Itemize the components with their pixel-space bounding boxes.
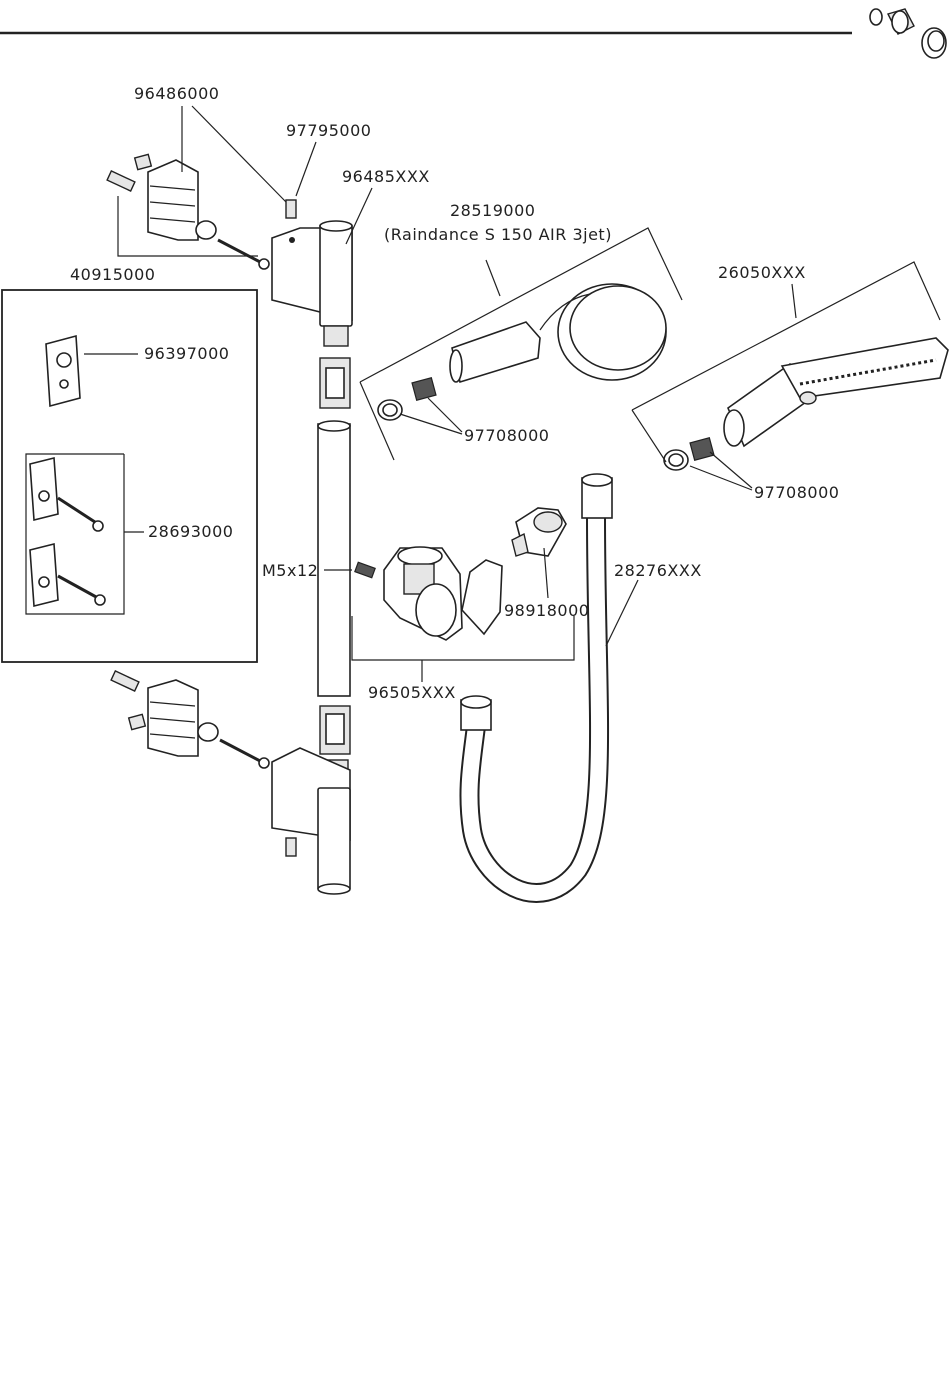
label-97708000-a: 97708000 <box>464 426 549 445</box>
spare-parts-icon <box>870 9 946 58</box>
label-96397000: 96397000 <box>144 344 229 363</box>
hand-shower-filter-b <box>664 438 714 470</box>
grub-screw-top <box>286 200 296 218</box>
label-m5x12: M5x12 <box>262 561 318 580</box>
label-97708000-b: 97708000 <box>754 483 839 502</box>
label-28519000-desc: (Raindance S 150 AIR 3jet) <box>384 225 612 244</box>
upper-rail-connector <box>320 358 350 408</box>
rail-slider <box>384 547 502 640</box>
label-96486000: 96486000 <box>134 84 219 103</box>
m5x12-screw <box>355 562 375 578</box>
label-28519000: 28519000 <box>450 201 535 220</box>
hand-shower-holder <box>512 508 566 556</box>
shower-rail <box>318 421 350 696</box>
top-rail-holder <box>272 221 352 346</box>
upper-wall-bracket <box>107 154 269 269</box>
hand-shower-26050 <box>724 338 948 446</box>
label-98918000: 98918000 <box>504 601 589 620</box>
label-28693000: 28693000 <box>148 522 233 541</box>
lower-wall-bracket <box>111 671 269 768</box>
hand-shower-raindance-s150 <box>450 284 666 382</box>
label-97795000: 97795000 <box>286 121 371 140</box>
label-96485xxx: 96485XXX <box>342 167 430 186</box>
label-26050xxx: 26050XXX <box>718 263 806 282</box>
hand-shower-filter-a <box>378 378 436 420</box>
bottom-rail-holder <box>272 748 350 894</box>
label-40915000: 40915000 <box>70 265 155 284</box>
label-96505xxx: 96505XXX <box>368 683 456 702</box>
label-28276xxx: 28276XXX <box>614 561 702 580</box>
